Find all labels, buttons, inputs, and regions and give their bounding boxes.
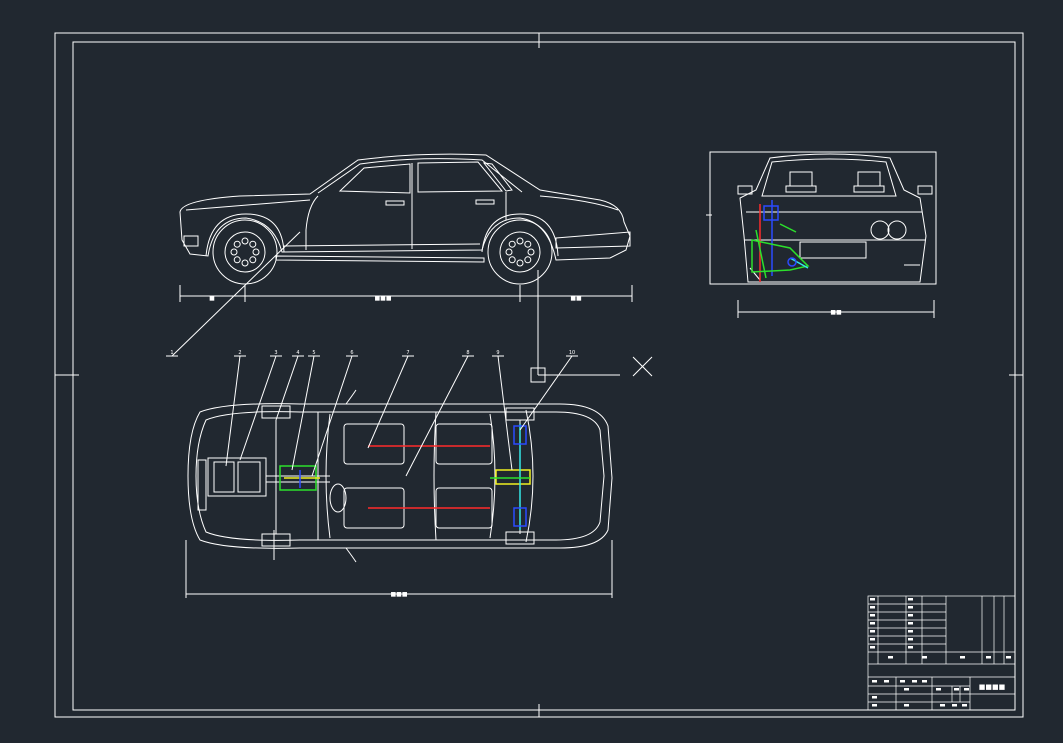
wheel-vent-hole [233,256,241,264]
callout-number: 9 [496,350,499,356]
callout-number: 8 [466,350,469,356]
title-block-mark [870,630,875,633]
title-block-mark [908,622,913,625]
title-block-mark [870,614,875,617]
title-block-mark [870,598,875,601]
callout-leader [405,355,469,477]
title-block-title: ■■■■ [979,683,1005,691]
callout-number: 10 [569,350,575,356]
callout-number: 1 [170,350,173,356]
title-block-fine-text [870,598,1011,707]
dim-side-right: ■■ [570,295,582,302]
rear-wheel [487,219,553,285]
wheel-vent-hole [505,248,513,256]
callout-leader [275,355,299,421]
dim-front-width: ■■ [830,309,842,316]
title-block-mark [964,688,969,691]
title-block-mark [908,646,913,649]
plan-view [185,389,613,598]
title-block [867,595,1016,711]
wheel-vent-hole [516,237,524,245]
title-block-mark [912,680,917,683]
wheel-vent-hole [508,240,516,248]
title-block-mark [900,680,905,683]
title-block-mark [936,688,941,691]
dim-side-left: ■ [209,295,215,302]
callout-leader [497,355,513,471]
callout-number: 4 [296,350,299,356]
title-block-mark [872,680,877,683]
wheel-vent-hole [527,248,535,256]
wheel-vent-hole [241,237,249,245]
title-block-mark [888,656,893,659]
front-elevation-view [706,151,937,318]
title-block-mark [960,656,965,659]
wheel-vent-hole [241,259,249,267]
sheet-border [54,32,1024,718]
dim-plan-length: ■■■ [390,591,407,598]
title-block-mark [870,606,875,609]
callout-leader [311,355,353,477]
title-block-mark [908,638,913,641]
part-callouts: 1 2 3 4 5 6 7 8 9 10 [166,350,578,477]
title-block-mark [872,704,877,707]
title-block-mark [908,614,913,617]
title-block-mark [884,680,889,683]
plan-drivetrain-detail [279,424,531,530]
callout-number: 7 [406,350,409,356]
wheel-vent-hole [508,256,516,264]
wheel-vent-hole [233,240,241,248]
title-block-mark [922,680,927,683]
title-block-mark [908,630,913,633]
title-block-mark [962,704,967,707]
wheel-vent-hole [524,256,532,264]
title-block-mark [908,606,913,609]
front-suspension-detail [751,200,810,282]
wheel-vent-hole [516,259,524,267]
wheel-vent-hole [252,248,260,256]
title-block-mark [870,646,875,649]
callout-leader [367,355,409,449]
callout-number: 6 [350,350,353,356]
title-block-mark [940,704,945,707]
title-block-mark [952,704,957,707]
callout-number: 5 [312,350,315,356]
callout-leader [225,355,241,467]
side-view-dimensions [179,285,633,302]
front-wheel [212,219,278,285]
title-block-mark [908,598,913,601]
dim-side-mid: ■■■ [374,295,391,302]
title-block-mark [872,696,877,699]
callout-number: 3 [274,350,277,356]
title-block-mark [922,656,927,659]
callout-leader [291,355,315,471]
title-block-mark [870,638,875,641]
title-block-mark [954,688,959,691]
wheel-vent-hole [249,240,257,248]
wheel-vent-hole [524,240,532,248]
callout-leader [519,355,573,431]
wheel-vent-holes [230,237,535,267]
title-block-mark [870,622,875,625]
wheel-vent-hole [230,248,238,256]
side-view-leaders [171,231,653,383]
title-block-mark [904,688,909,691]
title-block-mark [986,656,991,659]
title-block-mark [1006,656,1011,659]
callout-leader [239,355,277,461]
title-block-mark [904,704,909,707]
side-elevation-view [179,153,631,263]
callout-number: 2 [238,350,241,356]
wheel-vent-hole [249,256,257,264]
